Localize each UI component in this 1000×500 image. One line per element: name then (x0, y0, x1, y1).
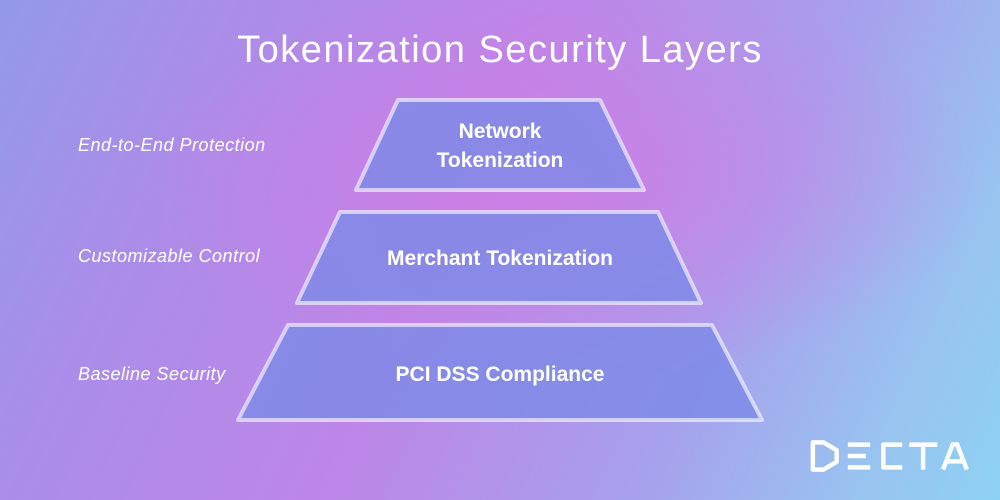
layer-label-network-tokenization: Network Tokenization (436, 120, 564, 172)
logo-letter-e (847, 442, 871, 470)
logo-letter-c (881, 442, 903, 470)
pyramid-layer-middle-shape (295, 210, 703, 305)
logo-letter-d (810, 440, 839, 472)
side-label-baseline-security: Baseline Security (78, 364, 226, 384)
page-title: Tokenization Security Layers (237, 29, 763, 71)
logo-letter-a (940, 442, 969, 471)
decta-logo (810, 440, 969, 472)
pyramid-layer-bottom-shape (236, 323, 764, 422)
pyramid-layer-top-shape (354, 98, 646, 192)
logo-letter-t (909, 442, 938, 470)
layer-label-merchant-tokenization: Merchant Tokenization (387, 247, 613, 270)
layer-label-pci-dss-compliance: PCI DSS Compliance (395, 363, 605, 386)
side-label-customizable-control: Customizable Control (78, 246, 261, 266)
side-label-end-to-end-protection: End-to-End Protection (78, 135, 266, 155)
